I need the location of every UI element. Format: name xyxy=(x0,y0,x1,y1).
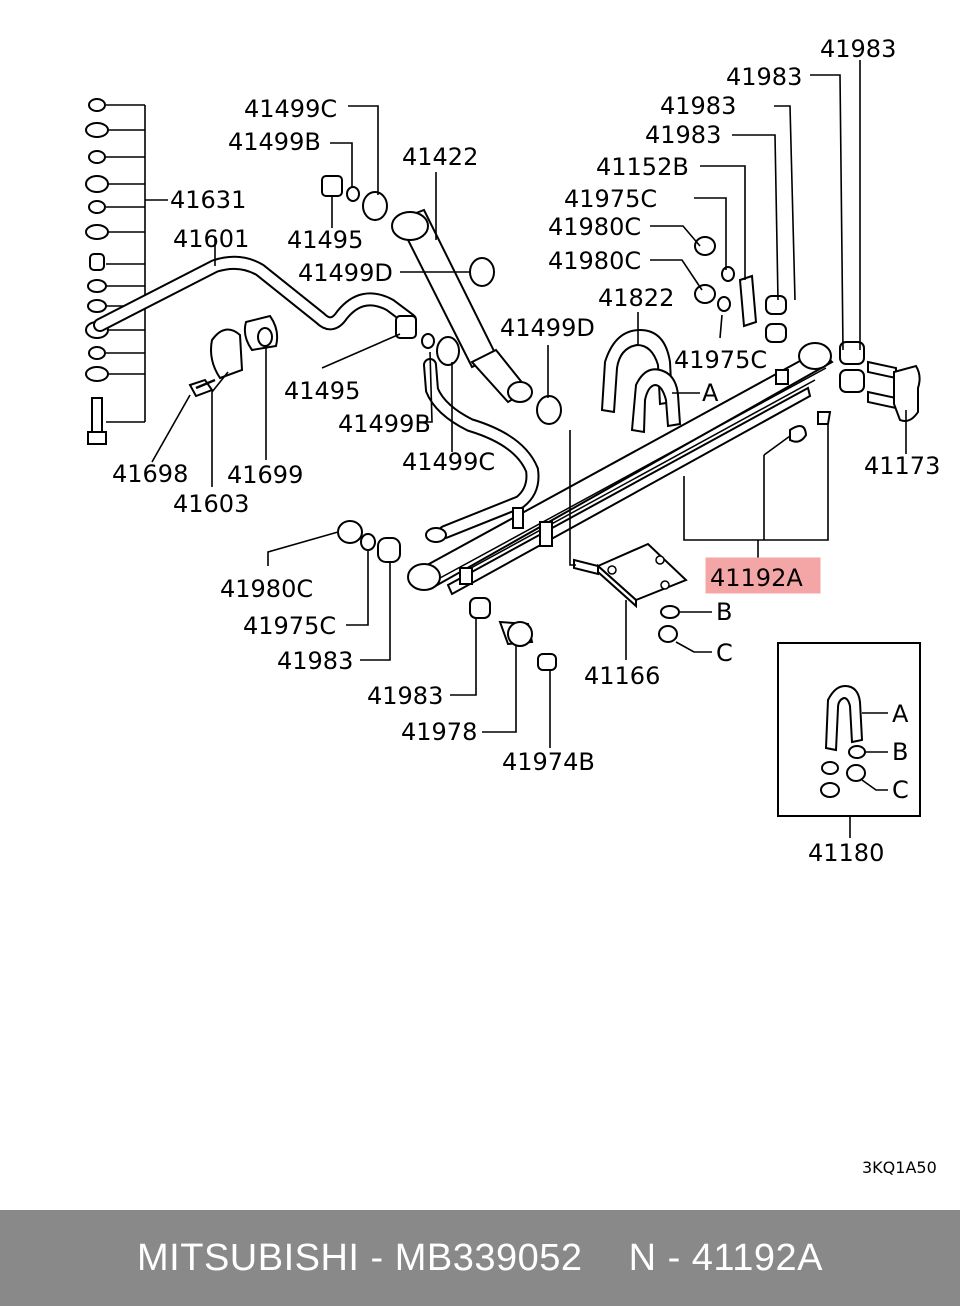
label-41499d-mid[interactable]: 41499D xyxy=(500,314,595,342)
footer-reference: N - 41192A xyxy=(628,1236,823,1279)
footer-brand: MITSUBISHI xyxy=(137,1236,360,1279)
label-41983-low[interactable]: 41983 xyxy=(277,647,353,675)
label-41499b-mid[interactable]: 41499B xyxy=(338,410,431,438)
shock-mount-hardware xyxy=(321,175,562,425)
drawing-code: 3KQ1A50 xyxy=(862,1158,937,1177)
label-41975c-top[interactable]: 41975C xyxy=(564,185,657,213)
label-41980c-b[interactable]: 41980C xyxy=(548,247,641,275)
label-41173[interactable]: 41173 xyxy=(864,452,940,480)
label-b[interactable]: B xyxy=(716,598,732,626)
shock-absorber xyxy=(391,208,533,404)
rear-shackle-hardware xyxy=(694,236,921,443)
label-41495-mid[interactable]: 41495 xyxy=(284,377,360,405)
label-41601[interactable]: 41601 xyxy=(173,225,249,253)
exploded-parts-diagram: 41983 41983 41983 41983 41499C 41499B 41… xyxy=(85,35,940,1177)
stabilizer-bushing-bracket xyxy=(188,314,279,398)
label-41422[interactable]: 41422 xyxy=(402,143,478,171)
spring-seat-plate xyxy=(573,542,688,643)
leader-lines xyxy=(151,60,907,838)
label-41192a[interactable]: 41192A xyxy=(710,564,803,592)
ubolt-kit-inset xyxy=(777,642,921,817)
label-41822[interactable]: 41822 xyxy=(598,284,674,312)
label-41980c-a[interactable]: 41980C xyxy=(548,213,641,241)
label-41180[interactable]: 41180 xyxy=(808,839,884,867)
stabilizer-bar xyxy=(93,255,540,543)
u-bolts xyxy=(600,328,682,434)
inset-label-b[interactable]: B xyxy=(892,738,908,766)
stabilizer-link-kit xyxy=(85,98,168,445)
footer-separator: - xyxy=(359,1236,395,1279)
label-a[interactable]: A xyxy=(702,379,719,407)
label-c[interactable]: C xyxy=(716,639,733,667)
inset-label-a[interactable]: A xyxy=(892,700,909,728)
label-41499d-top[interactable]: 41499D xyxy=(298,259,393,287)
label-41698[interactable]: 41698 xyxy=(112,460,188,488)
footer-part-number: MB339052 xyxy=(394,1236,583,1279)
front-eye-hardware xyxy=(337,520,557,671)
label-41983-a[interactable]: 41983 xyxy=(820,35,896,63)
label-41974b[interactable]: 41974B xyxy=(502,748,595,776)
label-41603[interactable]: 41603 xyxy=(173,490,249,518)
highlight-41192a xyxy=(705,557,821,594)
label-41983-b[interactable]: 41983 xyxy=(726,63,802,91)
part-info-footer: MITSUBISHI - MB339052 N - 41192A xyxy=(0,1210,960,1306)
label-41980c-low[interactable]: 41980C xyxy=(220,575,313,603)
inset-label-c[interactable]: C xyxy=(892,776,909,804)
label-41495-top[interactable]: 41495 xyxy=(287,226,363,254)
label-41975c-low[interactable]: 41975C xyxy=(243,612,336,640)
label-41978[interactable]: 41978 xyxy=(401,718,477,746)
label-41983-d[interactable]: 41983 xyxy=(645,121,721,149)
label-41975c-mid[interactable]: 41975C xyxy=(674,346,767,374)
label-41499c-mid[interactable]: 41499C xyxy=(402,448,495,476)
label-41699[interactable]: 41699 xyxy=(227,461,303,489)
label-41983-bot[interactable]: 41983 xyxy=(367,682,443,710)
leaf-spring xyxy=(407,342,834,596)
label-41631[interactable]: 41631 xyxy=(170,186,246,214)
label-41983-c[interactable]: 41983 xyxy=(660,92,736,120)
label-41152b[interactable]: 41152B xyxy=(596,153,689,181)
label-41166[interactable]: 41166 xyxy=(584,662,660,690)
part-labels: 41983 41983 41983 41983 41499C 41499B 41… xyxy=(112,35,940,1177)
label-41499b-top[interactable]: 41499B xyxy=(228,128,321,156)
label-41499c-top[interactable]: 41499C xyxy=(244,95,337,123)
